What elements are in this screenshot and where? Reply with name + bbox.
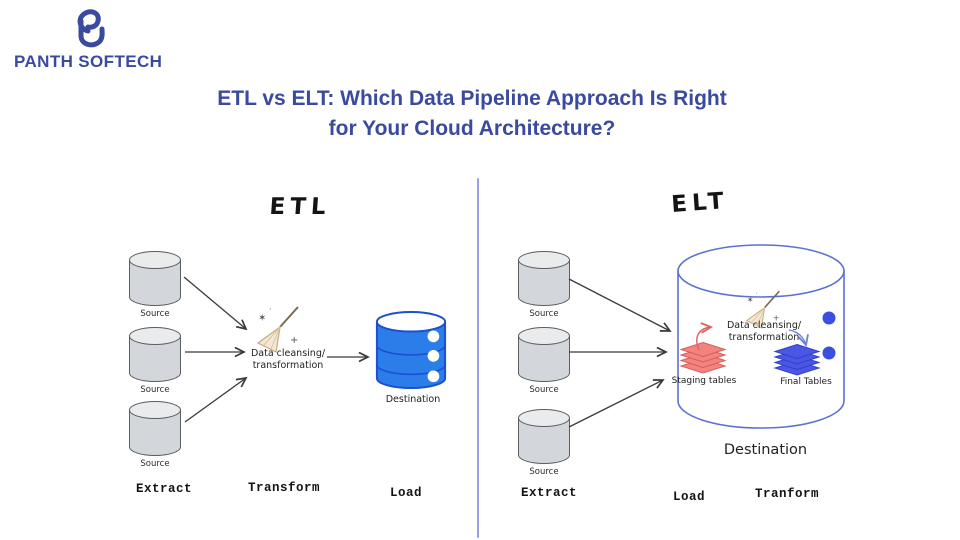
broom-icon: ✶ · + — [256, 305, 299, 353]
source-label: Source — [140, 309, 170, 319]
etl-destination-database-icon — [375, 311, 447, 389]
etl-source-database-3: Source — [129, 401, 181, 469]
cylinder-top — [518, 251, 570, 269]
transform-label-line1: Data cleansing/ — [726, 320, 802, 331]
transform-label-line1: Data cleansing/ — [250, 348, 326, 359]
brand-logo-icon — [77, 9, 105, 48]
svg-text:✶: ✶ — [747, 295, 754, 305]
staging-tables-icon — [679, 341, 727, 374]
etl-source-database-1: Source — [129, 251, 181, 319]
brand-name-bold: PANTH — [14, 52, 74, 71]
cylinder-top — [129, 401, 181, 419]
elt-destination-label: Destination — [723, 442, 808, 458]
cylinder-top — [129, 327, 181, 345]
elt-arrow-source1 — [568, 278, 670, 331]
elt-source-database-3: Source — [518, 409, 570, 477]
elt-step-tranform: Tranform — [755, 487, 820, 501]
etl-step-load: Load — [390, 486, 423, 500]
etl-destination-label: Destination — [385, 394, 441, 405]
svg-text:+: + — [290, 335, 298, 346]
svg-text:·: · — [269, 305, 272, 314]
elt-step-load: Load — [673, 490, 706, 504]
final-tables-icon — [773, 343, 821, 376]
source-label: Source — [529, 309, 559, 319]
cylinder-top — [129, 251, 181, 269]
elt-source-database-1: Source — [518, 251, 570, 319]
elt-step-extract: Extract — [521, 486, 578, 500]
final-tables-label: Final Tables — [780, 377, 832, 387]
source-label: Source — [529, 467, 559, 477]
elt-source-database-2: Source — [518, 327, 570, 395]
etl-arrow-source1 — [183, 276, 246, 329]
svg-text:✶: ✶ — [258, 313, 266, 324]
cylinder-top — [518, 327, 570, 345]
elt-transform-label: Data cleansing/ transformation — [714, 320, 814, 343]
staging-tables-label: Staging tables — [671, 376, 737, 386]
source-label: Source — [529, 385, 559, 395]
panel-divider — [477, 178, 479, 538]
etl-heading: ETL — [268, 194, 332, 220]
elt-arrow-source3 — [568, 380, 663, 428]
source-label: Source — [140, 459, 170, 469]
etl-step-transform: Transform — [248, 481, 321, 495]
cylinder-top — [518, 409, 570, 427]
transform-label-line2: transformation — [728, 331, 800, 343]
brand-name-light: SOFTECH — [78, 52, 163, 71]
source-label: Source — [140, 385, 170, 395]
transform-label-line2: transformation — [252, 359, 324, 371]
etl-arrow-source3 — [184, 378, 246, 423]
page-title: ETL vs ELT: Which Data Pipeline Approach… — [217, 87, 727, 140]
etl-source-database-2: Source — [129, 327, 181, 395]
etl-step-extract: Extract — [136, 482, 193, 496]
broom-icon: ✶ · + — [745, 289, 780, 329]
svg-text:·: · — [756, 289, 758, 297]
elt-destination-cylinder-icon — [677, 244, 845, 429]
svg-text:+: + — [773, 313, 780, 323]
etl-transform-label: Data cleansing/ transformation — [236, 348, 340, 371]
elt-heading: ELT — [670, 188, 730, 218]
